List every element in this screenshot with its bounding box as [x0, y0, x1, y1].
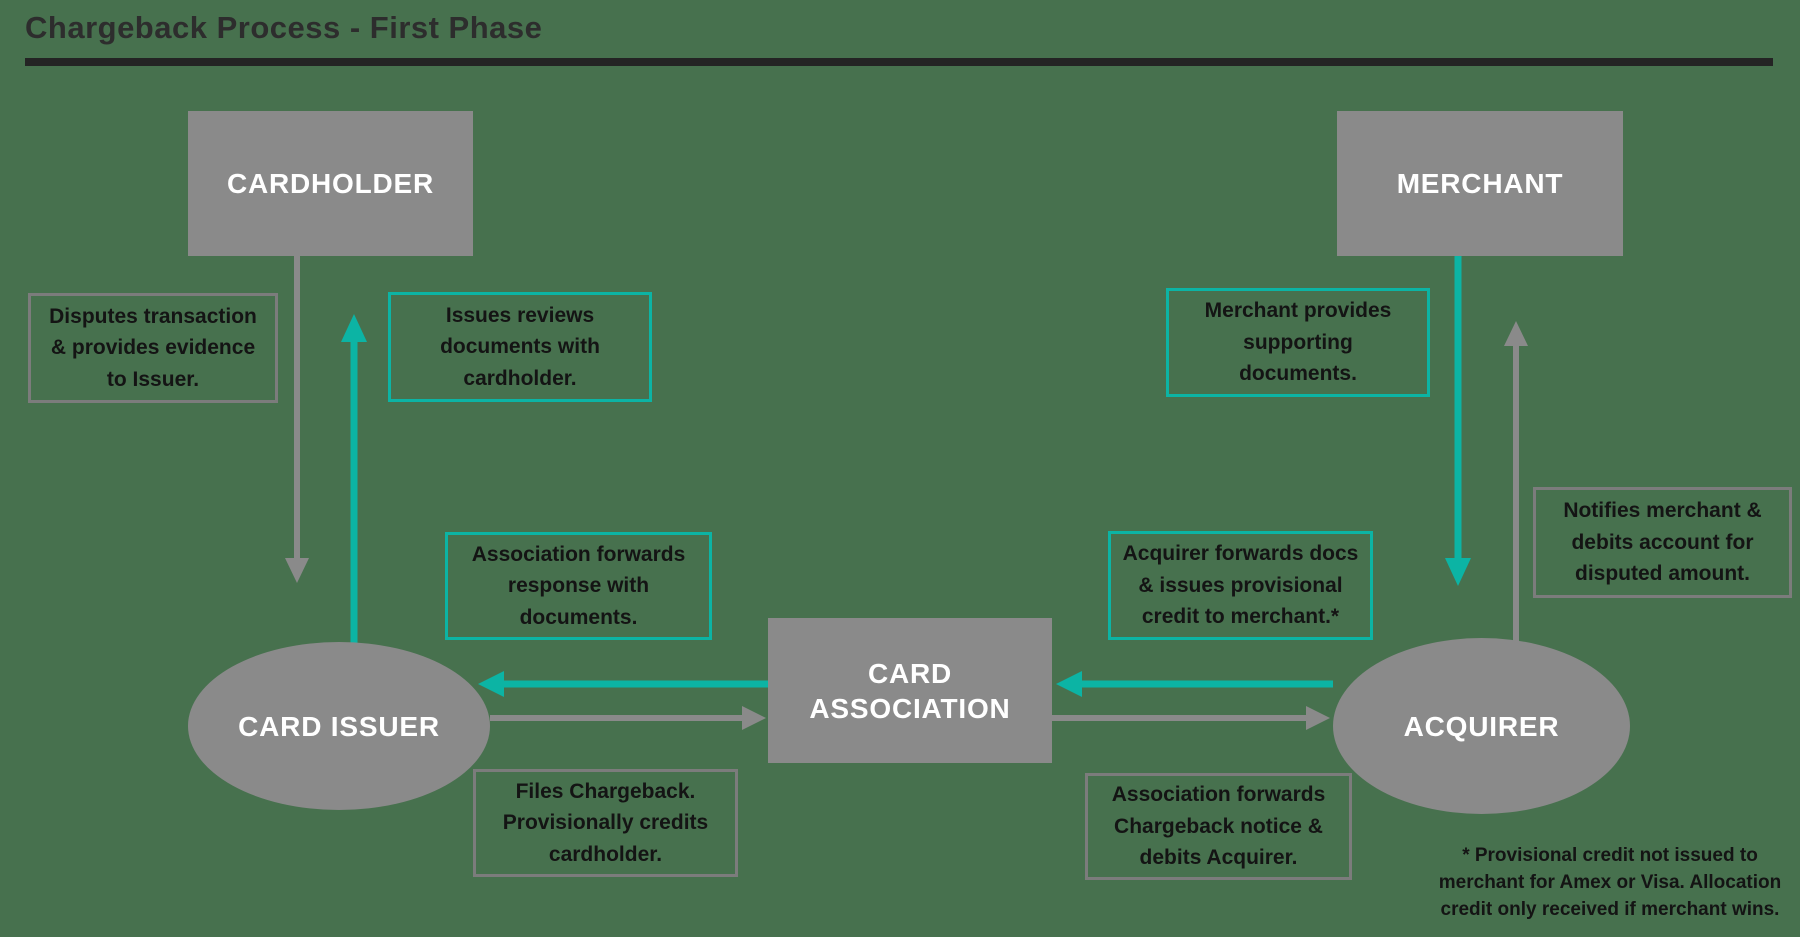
footnote: * Provisional credit not issued to merch… — [1438, 845, 1782, 920]
note-merchant-provides: Merchant provides supporting documents. — [1166, 288, 1430, 397]
note-issuer-reviews: Issues reviews documents with cardholder… — [388, 292, 652, 402]
page-title: Chargeback Process - First Phase — [25, 10, 543, 45]
note-association-notice: Association forwards Chargeback notice &… — [1085, 773, 1352, 880]
title-rule — [25, 58, 1773, 66]
card-issuer-ellipse: CARD ISSUER — [188, 642, 490, 810]
arrow-card-issuer-to-card-association — [490, 706, 766, 730]
card-issuer-label: CARD ISSUER — [238, 710, 440, 742]
note-association-notice-text: Association forwards Chargeback notice &… — [1111, 783, 1326, 870]
note-files-chargeback-text: Files Chargeback. Provisionally credits … — [502, 779, 709, 866]
note-merchant-provides-text: Merchant provides supporting documents. — [1204, 299, 1392, 386]
merchant-label: MERCHANT — [1396, 168, 1564, 199]
arrow-card-association-to-acquirer — [1052, 706, 1330, 730]
card-association-box: CARD ASSOCIATION — [768, 618, 1052, 763]
note-acquirer-forwards-text: Acquirer forwards docs & issues provisio… — [1122, 542, 1359, 629]
arrow-card-association-to-card-issuer — [478, 671, 768, 697]
note-association-response-text: Association forwards response with docum… — [471, 542, 686, 629]
note-disputes-transaction: Disputes transaction & provides evidence… — [28, 293, 278, 403]
arrow-acquirer-to-merchant — [1504, 321, 1528, 641]
note-files-chargeback: Files Chargeback. Provisionally credits … — [473, 769, 738, 877]
cardholder-label: CARDHOLDER — [226, 168, 435, 199]
note-disputes-transaction-text: Disputes transaction & provides evidence… — [49, 304, 257, 391]
merchant-box: MERCHANT — [1337, 111, 1623, 256]
cardholder-box: CARDHOLDER — [188, 111, 473, 256]
note-issuer-reviews-text: Issues reviews documents with cardholder… — [440, 303, 600, 390]
acquirer-ellipse: ACQUIRER — [1333, 638, 1630, 814]
arrow-cardholder-to-card-issuer — [285, 256, 309, 583]
note-notifies-merchant: Notifies merchant & debits account for d… — [1533, 487, 1792, 598]
acquirer-label: ACQUIRER — [1403, 710, 1560, 742]
card-association-label: CARD ASSOCIATION — [809, 657, 1011, 724]
arrow-acquirer-to-card-association — [1056, 671, 1333, 697]
note-association-response: Association forwards response with docum… — [445, 532, 712, 640]
arrow-merchant-to-acquirer — [1445, 256, 1471, 586]
note-acquirer-forwards: Acquirer forwards docs & issues provisio… — [1108, 531, 1373, 640]
arrow-card-issuer-to-cardholder — [341, 314, 367, 644]
note-notifies-merchant-text: Notifies merchant & debits account for d… — [1563, 499, 1762, 586]
